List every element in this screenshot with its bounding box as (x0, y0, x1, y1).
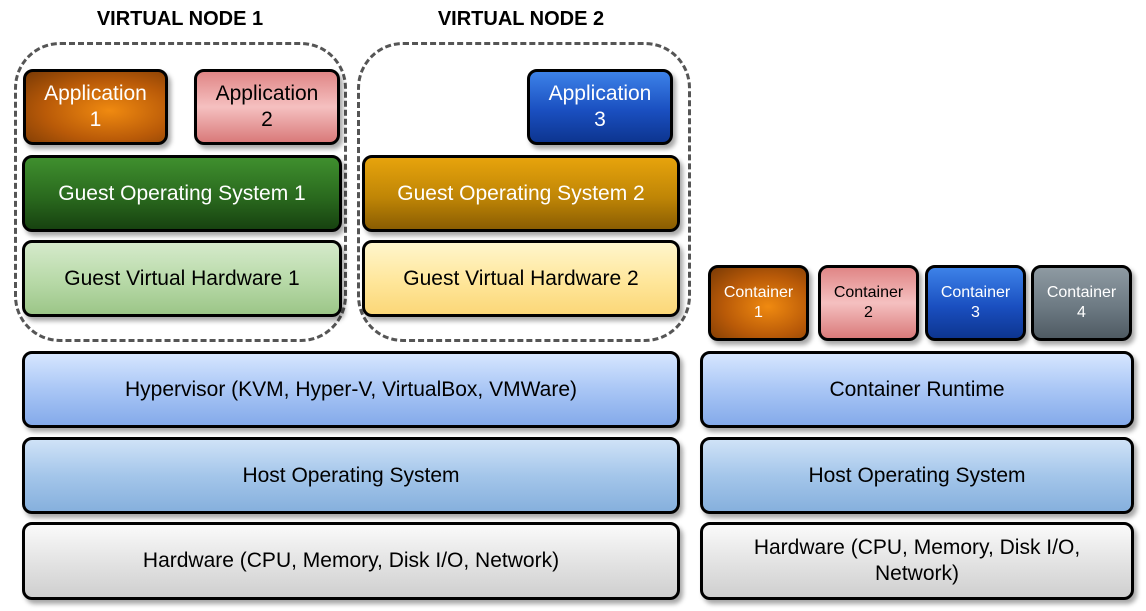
application-2: Application 2 (194, 69, 340, 145)
container-hardware-label-line1: Hardware (CPU, Memory, Disk I/O, (753, 536, 1081, 560)
application-1: Application 1 (23, 69, 168, 145)
virtual-node-1-boundary (14, 42, 347, 342)
container-host-os-label: Host Operating System (808, 463, 1026, 487)
container-3: Container 3 (925, 265, 1026, 341)
application-3: Application 3 (527, 69, 673, 145)
vm-hardware-layer: Hardware (CPU, Memory, Disk I/O, Network… (22, 522, 680, 600)
guest-os-1-label: Guest Operating System 1 (58, 181, 306, 205)
guest-os-2-label: Guest Operating System 2 (397, 181, 645, 205)
application-3-label: Application (548, 82, 652, 106)
container-1-number: 1 (754, 304, 763, 321)
virtual-node-2-title: VIRTUAL NODE 2 (437, 8, 605, 30)
guest-virtual-hardware-2-label: Guest Virtual Hardware 2 (403, 266, 639, 290)
container-runtime-layer: Container Runtime (700, 351, 1134, 428)
guest-os-1: Guest Operating System 1 (22, 155, 342, 232)
hypervisor-label: Hypervisor (KVM, Hyper-V, VirtualBox, VM… (124, 377, 577, 401)
container-4-number: 4 (1077, 304, 1086, 321)
container-host-os-layer: Host Operating System (700, 437, 1134, 514)
vm-hardware-label: Hardware (CPU, Memory, Disk I/O, Network… (142, 549, 560, 573)
virtual-node-1-title: VIRTUAL NODE 1 (96, 8, 264, 30)
vm-host-os-layer: Host Operating System (22, 437, 680, 514)
guest-os-2: Guest Operating System 2 (362, 155, 680, 232)
application-1-label: Application (44, 82, 147, 106)
container-2-number: 2 (864, 304, 873, 321)
virtual-node-2-boundary (357, 42, 691, 342)
guest-virtual-hardware-1-label: Guest Virtual Hardware 1 (64, 266, 300, 290)
container-4-label: Container (1046, 284, 1117, 302)
container-3-number: 3 (971, 304, 980, 321)
application-2-number: 2 (261, 108, 273, 131)
container-runtime-label: Container Runtime (829, 377, 1005, 401)
container-4: Container 4 (1031, 265, 1132, 341)
vm-host-os-label: Host Operating System (242, 463, 460, 487)
hypervisor-layer: Hypervisor (KVM, Hyper-V, VirtualBox, VM… (22, 351, 680, 428)
container-2-label: Container (833, 284, 904, 302)
container-hardware-layer: Hardware (CPU, Memory, Disk I/O, Network… (700, 522, 1134, 600)
container-1: Container 1 (708, 265, 809, 341)
container-2: Container 2 (818, 265, 919, 341)
application-3-number: 3 (594, 108, 606, 131)
guest-virtual-hardware-2: Guest Virtual Hardware 2 (362, 240, 680, 317)
application-1-number: 1 (89, 108, 102, 131)
container-hardware-label-line2: Network) (874, 562, 959, 585)
container-1-label: Container (723, 284, 794, 302)
guest-virtual-hardware-1: Guest Virtual Hardware 1 (22, 240, 342, 317)
container-3-label: Container (940, 284, 1011, 302)
application-2-label: Application (215, 82, 319, 106)
